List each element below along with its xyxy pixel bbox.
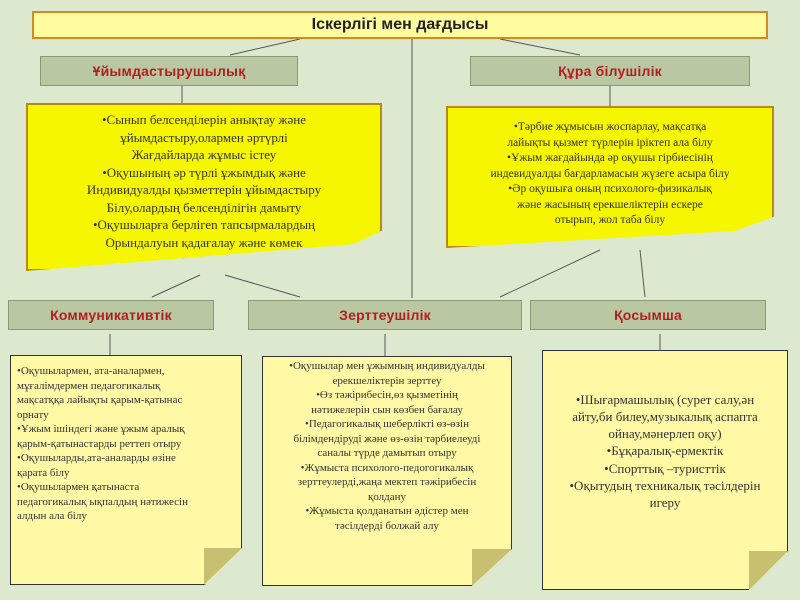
connector-build-research [499,249,601,298]
research-fold [472,549,512,586]
extra-box: •Шығармашылық (сурет салу,ән айту,би биле… [542,350,788,590]
org-item-line: Жағдайларда жұмыс істеу [131,147,277,163]
research-items: •Оқушылар мен ұжымның индивидуалды ерекше… [269,359,505,533]
extra-item-line: ойнау,мәнерлеп оқу) [608,426,722,442]
connector-org-comm [151,274,201,298]
build-item-line: және жасының ерекшеліктерін ескере [517,198,703,211]
research-item-line: нәтижелерін сын көзбен бағалау [311,403,463,416]
research-item-line: білімдендіруді және өз-өзін тәрбиелеуді [293,432,481,445]
org-item-line: Білу,олардың белсенділігін дамыту [106,199,302,215]
build-item-line: индевидуалды бағдарламасын жүзеге асыра … [490,167,730,180]
research-item-line: ерекшеліктерін зерттеу [332,374,442,387]
extra-item-line: •Оқытудың техникалық тәсілдерін [569,477,761,493]
org-item-line: Индивидуалды қызметтерін ұйымдастыру [86,182,322,198]
org-item-line: •Оқушыларға берлігеn тапсырмалардың [92,217,316,233]
research-box: •Оқушылар мен ұжымның индивидуалды ерекше… [262,356,512,586]
comm-item-line: қарата білу [17,466,70,479]
comm-box: •Оқушылармен, ата-аналармен, мұғалімдерме… [10,355,242,585]
diagram-title: Іскерлігі мен дағдысы [32,11,768,39]
research-item-line: саналы түрде дамытып отыру [317,447,457,460]
build-item-line: отырып, жол таба білу [554,214,666,227]
extra-items: •Шығармашылық (сурет салу,ән айту,би биле… [549,391,781,511]
research-item-line: •Жұмыста қолданатын әдістер мен [305,505,469,518]
build-box: •Тәрбие жұмысын жоспарлау, мақсатқа лайық… [446,106,774,248]
research-item-line: •Оқушылар мен ұжымның индивидуалды [289,360,485,372]
comm-item-line: орнату [17,408,49,421]
build-item-line: •Ұжым жағдайында әр оқушы гірбиесінің [507,152,713,165]
header-org: Ұйымдастырушылық [40,56,298,86]
research-item-line: •Педагогикалық шеберлікті өз-өзін [305,418,469,431]
build-item-line: лайықты қызмет түрлерін іріктеп ала білу [507,136,713,149]
comm-item-line: мақсатққа лайықты қарым-қатынас [17,394,183,407]
comm-fold [204,548,242,585]
extra-item-line: •Шығармашылық (сурет салу,ән [575,392,755,407]
connector-build-extra [639,249,646,298]
header-research: Зерттеушілік [248,300,522,330]
comm-item-line: қарым-қатынастарды реттеп отыру [17,437,182,450]
header-build: Құра білушілік [470,56,750,86]
connector-title-build [499,38,581,56]
build-items: •Тәрбие жұмысын жоспарлау, мақсатқа лайық… [456,120,764,229]
research-item-line: зерттеулерді,жаңа мектеп тәжірибесін [297,476,477,489]
org-items: •Сынып белсенділерін анықтау және ұйымдас… [38,111,370,269]
comm-item-line: алдын ала білу [17,510,87,523]
build-item-line: •Тәрбие жұмысын жоспарлау, мақсатқа [513,121,707,133]
org-item-line: •Оқушының әр түрлі ұжымдық және [102,164,306,180]
connector-title-org [229,38,301,56]
org-item-line: •Сынып белсенділерін анықтау және [102,112,306,127]
header-extra: Қосымша [530,300,766,330]
comm-item-line: педагогикалық ықпалдың нәтижесін [17,495,188,508]
comm-item-line: •Оқушылармен, ата-аналармен, [17,365,165,377]
research-item-line: қолдану [367,490,407,503]
research-item-line: •Өз тәжірибесін,өз қызметінің [316,389,458,402]
comm-items: •Оқушылармен, ата-аналармен, мұғалімдерме… [17,364,235,524]
org-box: •Сынып белсенділерін анықтау және ұйымдас… [26,103,382,271]
extra-item-line: •Спорттық –туристтік [604,460,726,476]
comm-item-line: мұғалімдермен педагогикалық [17,379,161,392]
extra-item-line: игеру [649,494,681,510]
connector-org-research [224,274,301,298]
org-item-line: ұйымдастыру,олармен әртүрлі [120,129,288,145]
org-item-line: Орындалуын қадағалау және көмек [105,234,303,250]
research-item-line: •Жұмыста психолого-педогогикалық [300,461,474,474]
extra-fold [749,551,788,590]
header-comm: Коммуникативтік [8,300,214,330]
research-item-line: тәсілдерді болжай алу [335,519,439,532]
extra-item-line: айту,би билеу,музыкалық аспапта [572,409,758,425]
build-item-line: •Әр оқушыға оның психолого-физикалық [508,183,712,196]
comm-item-line: •Оқушыларды,ата-аналарды өзіне [17,452,176,465]
comm-item-line: •Ұжым ішіндегі және ұжым аралық [17,423,185,436]
extra-item-line: •Бұқаралық-ермектік [606,443,724,459]
comm-item-line: •Оқушылармен қатынаста [17,481,140,494]
